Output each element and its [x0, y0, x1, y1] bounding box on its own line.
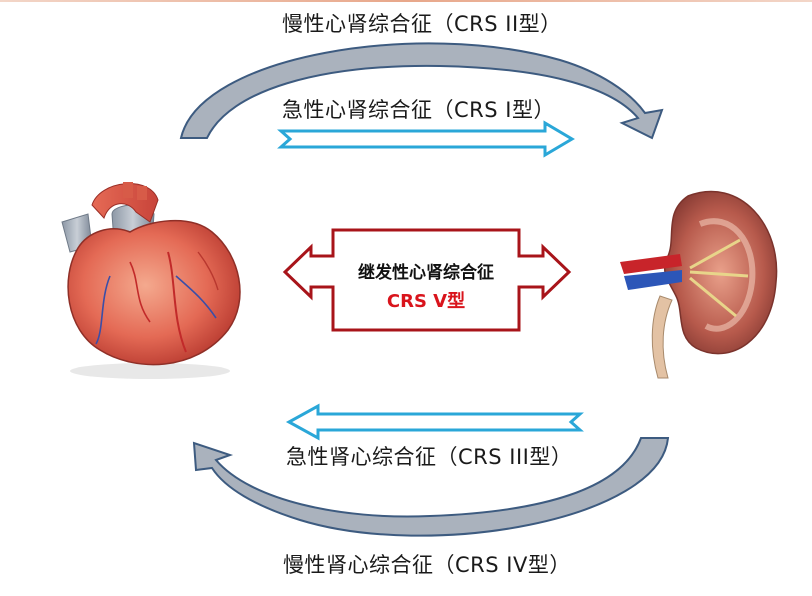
label-chronic-cardiorenal: 慢性心肾综合征（CRS II型） — [282, 12, 562, 36]
heart-illustration — [61, 182, 241, 379]
label-chronic-renocardiac: 慢性肾心综合征（CRS IV型） — [283, 553, 571, 577]
curved-arrow-top — [179, 42, 664, 140]
top-divider — [0, 0, 812, 2]
secondary-crs-type: CRS V型 — [386, 291, 466, 312]
secondary-crs-title: 继发性心肾综合征 — [358, 263, 494, 283]
curved-arrow-bottom — [192, 437, 670, 537]
label-acute-cardiorenal: 急性心肾综合征（CRS I型） — [282, 98, 555, 122]
straight-arrow-left — [285, 403, 584, 441]
secondary-crs-box: 继发性心肾综合征 CRS V型 — [333, 230, 519, 330]
kidney-illustration — [620, 190, 778, 379]
straight-arrow-right — [277, 120, 575, 158]
double-arrow-center — [282, 228, 572, 332]
label-acute-renocardiac: 急性肾心综合征（CRS III型） — [286, 445, 573, 469]
